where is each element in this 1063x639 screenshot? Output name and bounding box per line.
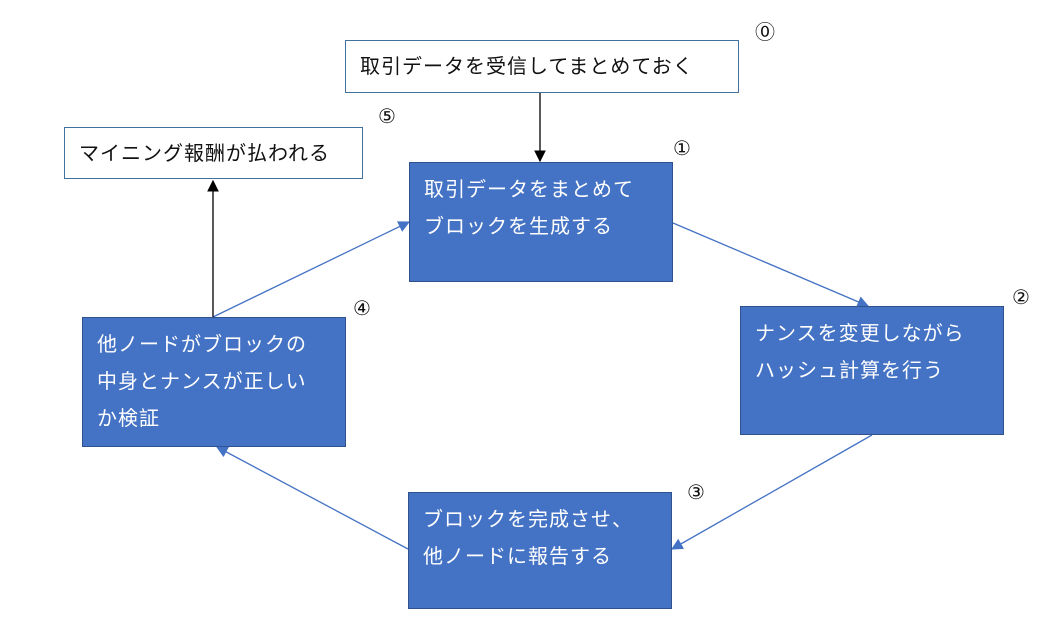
step3-number: ③ — [687, 480, 705, 504]
step2-line-1: ナンスを変更しながら — [755, 321, 965, 345]
step4-number: ④ — [353, 296, 371, 320]
step1-box: 取引データをまとめて ブロックを生成する — [409, 162, 673, 282]
step4-line-3: か検証 — [97, 406, 160, 430]
step0-number: ⓪ — [755, 20, 775, 44]
step4-box: 他ノードがブロックの 中身とナンスが正しい か検証 — [82, 317, 346, 447]
arrow-step4-to-step1 — [212, 221, 411, 318]
step3-line-1: ブロックを完成させ、 — [423, 507, 633, 531]
step4-line-1: 他ノードがブロックの — [97, 332, 307, 356]
step0-label: 取引データを受信してまとめておく — [360, 54, 694, 78]
step4-line-2: 中身とナンスが正しい — [97, 369, 307, 393]
arrow-step1-to-step2 — [672, 222, 870, 308]
step2-box: ナンスを変更しながら ハッシュ計算を行う — [740, 306, 1004, 435]
step5-label: マイニング報酬が払われる — [79, 140, 330, 165]
step2-number: ② — [1012, 285, 1030, 309]
arrow-step2-to-step3 — [670, 434, 873, 550]
step1-number: ① — [673, 136, 691, 160]
arrow-step3-to-step4 — [215, 446, 409, 550]
step1-line-1: 取引データをまとめて — [424, 177, 634, 201]
step3-line-2: 他ノードに報告する — [423, 544, 612, 568]
step5-box: マイニング報酬が払われる — [64, 127, 363, 179]
step0-box: 取引データを受信してまとめておく — [345, 40, 739, 93]
step2-line-2: ハッシュ計算を行う — [755, 358, 944, 382]
step3-box: ブロックを完成させ、 他ノードに報告する — [408, 492, 672, 609]
step1-line-2: ブロックを生成する — [424, 214, 613, 238]
step5-number: ⑤ — [378, 104, 396, 128]
